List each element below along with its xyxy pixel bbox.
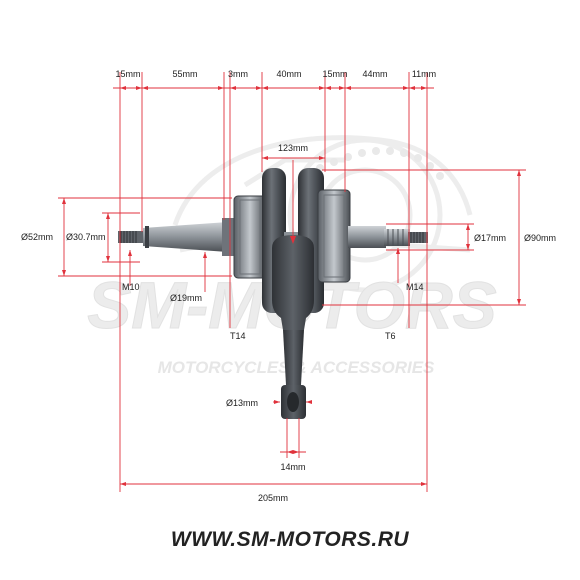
dim-left-big-dia: Ø52mm xyxy=(21,232,53,242)
dim-small-end-width: 14mm xyxy=(280,462,305,472)
dim-left-thread: M10 xyxy=(122,282,140,292)
dim-right-taper: T6 xyxy=(385,331,396,341)
dim-top-2: 55mm xyxy=(172,69,197,79)
dim-top-7: 11mm xyxy=(412,69,436,79)
left-bearing xyxy=(233,195,267,279)
dim-left-bearing-dia: Ø30.7mm xyxy=(66,232,106,242)
dim-top-3: 3mm xyxy=(228,69,248,79)
crankshaft xyxy=(118,168,428,419)
site-url[interactable]: WWW.SM-MOTORS.RU xyxy=(170,528,410,551)
right-shaft xyxy=(348,226,428,248)
dim-left-taper: T14 xyxy=(230,331,246,341)
dimension-lines xyxy=(58,72,526,492)
dim-top-1: 15mm xyxy=(115,69,140,79)
left-shaft xyxy=(118,218,236,256)
dim-total-length: 205mm xyxy=(258,493,288,503)
dim-top-4: 40mm xyxy=(276,69,301,79)
dim-web-gap: 123mm xyxy=(278,143,308,153)
dim-right-shaft-dia: Ø17mm xyxy=(474,233,506,243)
dimension-arrows xyxy=(62,86,521,486)
dimension-labels: 15mm 55mm 3mm 40mm 15mm 44mm 11mm 123mm … xyxy=(21,69,556,503)
right-bearing xyxy=(317,189,351,283)
chain-watermark xyxy=(316,147,444,180)
dim-flywheel-dia: Ø90mm xyxy=(524,233,556,243)
dim-top-6: 44mm xyxy=(362,69,387,79)
dim-left-shaft-dia: Ø19mm xyxy=(170,293,202,303)
dim-top-5: 15mm xyxy=(322,69,347,79)
dim-small-end-dia: Ø13mm xyxy=(226,398,258,408)
dim-right-thread: M14 xyxy=(406,282,424,292)
connecting-rod xyxy=(272,235,314,419)
